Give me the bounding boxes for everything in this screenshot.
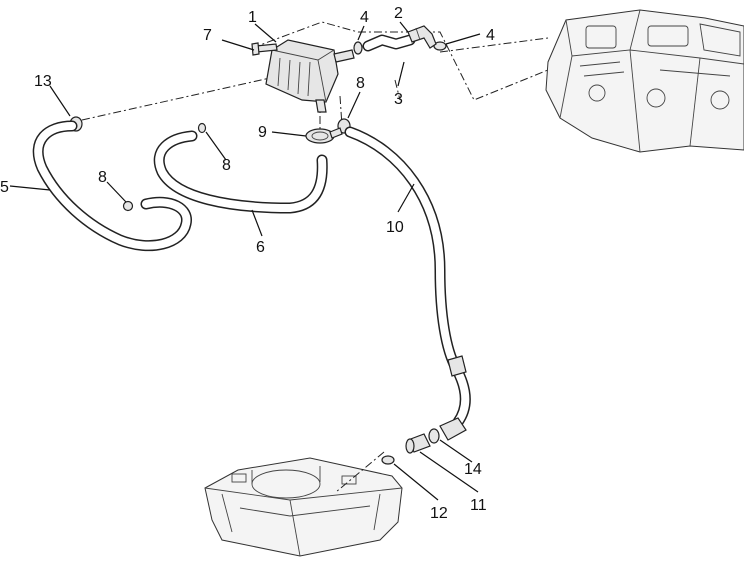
- hose-5: [32, 120, 192, 252]
- callout-8-lower: 8: [98, 169, 107, 186]
- callout-6: 6: [256, 239, 265, 256]
- callout-5: 5: [0, 179, 9, 196]
- callout-4-right: 4: [486, 27, 495, 44]
- hose-10: [344, 126, 471, 428]
- bolt: [251, 42, 278, 56]
- callout-7: 7: [203, 27, 212, 44]
- callout-2: 2: [394, 5, 403, 22]
- breather-box: [265, 39, 355, 113]
- drain-fitting: [381, 417, 467, 465]
- leader-lines: [9, 21, 481, 501]
- callout-9: 9: [258, 124, 267, 141]
- callout-8-upper: 8: [356, 75, 365, 92]
- hose-clamp: [305, 127, 343, 144]
- callout-13: 13: [34, 73, 52, 90]
- callout-14: 14: [464, 461, 482, 478]
- callout-4-left: 4: [360, 9, 369, 26]
- callout-8-middle: 8: [222, 157, 231, 174]
- callout-10: 10: [386, 219, 404, 236]
- engine-block: [545, 9, 744, 153]
- oil-sump-pan: [204, 457, 403, 557]
- callout-1: 1: [248, 9, 257, 26]
- callout-12: 12: [430, 505, 448, 522]
- hose-6: [153, 130, 328, 214]
- callout-labels: 1 2 3 4 4 5 6 7 8 8 8 9 10 11 12 13 14: [0, 5, 495, 522]
- breather-pipe: [362, 25, 437, 52]
- callout-11: 11: [470, 497, 487, 514]
- callout-3: 3: [394, 91, 403, 108]
